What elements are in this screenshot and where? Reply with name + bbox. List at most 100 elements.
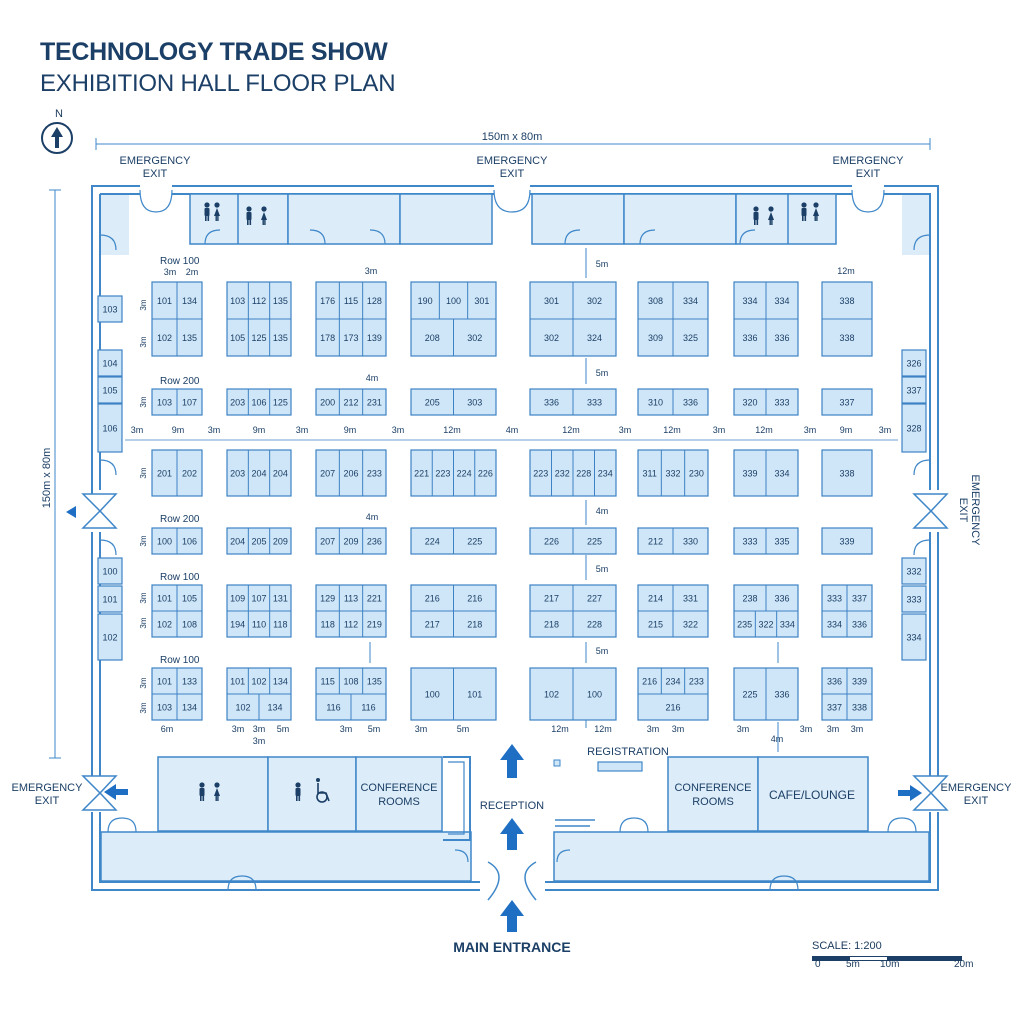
booth-number: 205 — [251, 537, 266, 547]
aisle-measure: 3m — [208, 425, 221, 435]
booth-number: 219 — [367, 620, 382, 630]
width-measure: 3m — [340, 724, 353, 734]
width-measure: 12m — [594, 724, 612, 734]
booth-number: 201 — [157, 469, 172, 479]
booth-block[interactable] — [821, 449, 873, 497]
booth-block[interactable] — [637, 449, 709, 497]
width-measure: 12m — [837, 266, 855, 276]
booth-number: 103 — [157, 398, 172, 408]
booth-number: 203 — [230, 398, 245, 408]
booth-number: 118 — [273, 620, 287, 630]
aisle-measure: 12m — [562, 425, 580, 435]
booth-number: 116 — [361, 703, 375, 713]
booth-number: 228 — [576, 469, 591, 479]
booth-number: 103 — [157, 703, 172, 713]
scale-label: SCALE: 1:200 — [812, 940, 882, 952]
aisle-measure: 4m — [506, 425, 519, 435]
booth-block[interactable] — [226, 527, 292, 555]
row-label: Row 100 — [160, 655, 200, 666]
booth-number: 204 — [230, 537, 245, 547]
booth-number: 101 — [157, 677, 172, 687]
booth-number: 333 — [742, 537, 757, 547]
row-label: Row 100 — [160, 256, 200, 267]
booth-number: 134 — [273, 677, 288, 687]
booth-number: 339 — [839, 537, 854, 547]
booth-number: 125 — [251, 333, 266, 343]
booth-number: 221 — [367, 594, 382, 604]
booth-number: 115 — [344, 296, 358, 306]
booth-block[interactable] — [315, 527, 387, 555]
aisle-measure: 4m — [596, 506, 609, 516]
booth-block[interactable] — [226, 388, 292, 416]
booth-number: 339 — [742, 469, 757, 479]
north-label: N — [55, 108, 63, 120]
row-label: Row 200 — [160, 376, 200, 387]
booth-number: 234 — [665, 677, 680, 687]
booth-number: 107 — [251, 594, 266, 604]
wall-booth[interactable] — [901, 613, 927, 661]
booth-number: 207 — [320, 537, 335, 547]
booth-number: 217 — [544, 594, 559, 604]
width-measure: 3m — [827, 724, 840, 734]
booth-number: 301 — [474, 296, 489, 306]
booth-number: 102 — [235, 703, 250, 713]
booth-number: 216 — [642, 677, 657, 687]
booth-number: 224 — [457, 469, 472, 479]
booth-number: 212 — [648, 537, 663, 547]
wall-booth[interactable] — [901, 403, 927, 453]
aisle-measure: 4m — [771, 734, 784, 744]
booth-number: 334 — [774, 296, 789, 306]
wall-booth[interactable] — [97, 349, 123, 377]
wall-booth[interactable] — [97, 557, 123, 585]
booth-number: 176 — [320, 296, 335, 306]
booth-number: 212 — [343, 398, 358, 408]
booth-number: 203 — [230, 469, 245, 479]
width-measure: 5m — [368, 724, 381, 734]
booth-number: 216 — [425, 594, 440, 604]
booth-block[interactable] — [821, 527, 873, 555]
booth-number: 102 — [157, 620, 172, 630]
booth-number: 337 — [906, 386, 921, 396]
booth-number: 218 — [544, 620, 559, 630]
wall-booth[interactable] — [97, 585, 123, 613]
booth-block[interactable] — [226, 449, 292, 497]
wall-booth[interactable] — [97, 376, 123, 404]
booth-number: 105 — [102, 386, 117, 396]
booth-block[interactable] — [821, 388, 873, 416]
booth-number: 218 — [467, 620, 482, 630]
booth-number: 334 — [774, 469, 789, 479]
compass-icon — [41, 122, 73, 154]
booth-number: 225 — [587, 537, 602, 547]
wall-booth[interactable] — [901, 349, 927, 377]
aisle-measure: 3m — [392, 425, 405, 435]
wall-booth[interactable] — [901, 376, 927, 404]
booth-number: 236 — [367, 537, 382, 547]
wall-booth[interactable] — [97, 295, 123, 323]
page-subtitle: EXHIBITION HALL FLOOR PLAN — [40, 70, 396, 97]
width-measure: 3m — [365, 266, 378, 276]
booth-number: 233 — [367, 469, 382, 479]
booth-block[interactable] — [315, 449, 387, 497]
booth-number: 113 — [344, 594, 358, 604]
booth-number: 238 — [742, 594, 757, 604]
wall-booth[interactable] — [901, 585, 927, 613]
booth-number: 110 — [252, 620, 266, 630]
booth-number: 101 — [467, 690, 482, 700]
booth-block[interactable] — [315, 388, 387, 416]
booth-number: 178 — [320, 333, 335, 343]
booth-number: 334 — [827, 620, 842, 630]
booth-number: 209 — [273, 537, 288, 547]
booth-number: 135 — [273, 296, 288, 306]
width-measure: 12m — [551, 724, 569, 734]
booth-number: 103 — [102, 305, 117, 315]
booth-number: 100 — [446, 296, 461, 306]
width-measure: 3m — [647, 724, 660, 734]
wall-booth[interactable] — [901, 557, 927, 585]
wall-booth[interactable] — [97, 613, 123, 661]
aisle-measure: 9m — [253, 425, 266, 435]
booth-number: 135 — [182, 333, 197, 343]
wall-booth[interactable] — [97, 403, 123, 453]
booth-number: 105 — [182, 594, 197, 604]
width-measure: 3m — [800, 724, 813, 734]
booth-number: 101 — [157, 594, 172, 604]
